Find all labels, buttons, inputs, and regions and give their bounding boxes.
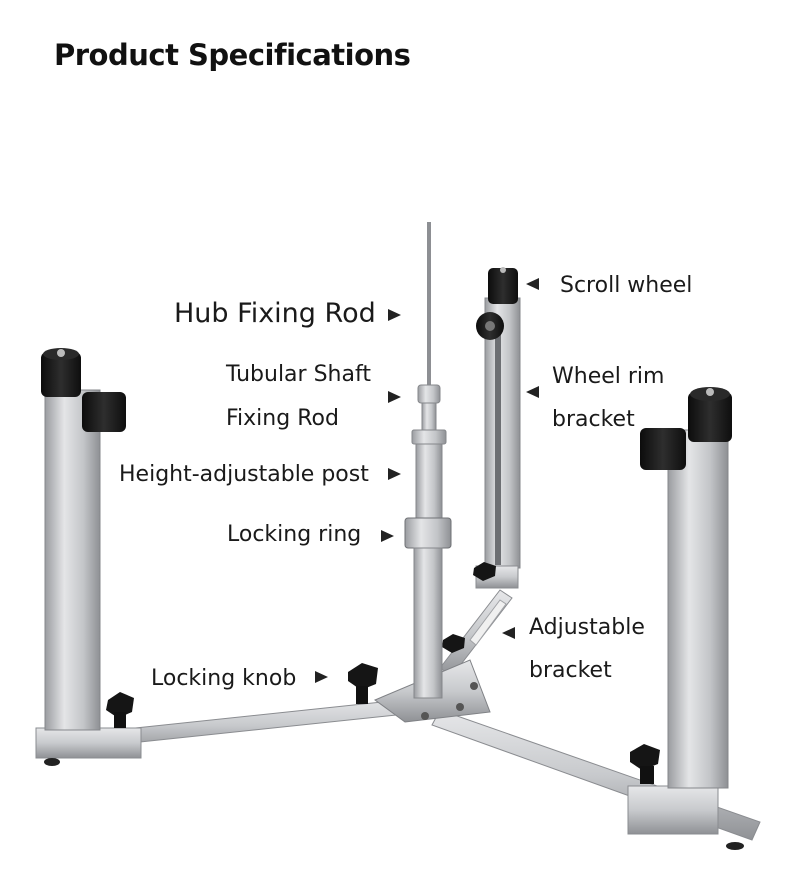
left-column: [41, 348, 134, 731]
arrow-right-icon: [388, 309, 401, 321]
arrow-right-icon: [381, 530, 394, 542]
rear-base-arm: [439, 589, 513, 677]
label-tubular-shaft-line1: Tubular Shaft: [226, 362, 371, 387]
center-post: [404, 222, 452, 699]
right-column: [630, 387, 732, 789]
arrow-right-icon: [388, 468, 401, 480]
label-wheel-rim-line1: Wheel rim: [552, 364, 665, 389]
arrow-left-icon: [526, 386, 539, 398]
right-base-arm: [431, 709, 761, 850]
label-adjustable-line2: bracket: [529, 658, 612, 683]
central-locking-knob: [348, 663, 378, 690]
arrow-left-icon: [502, 627, 515, 639]
arrow-left-icon: [526, 278, 539, 290]
label-locking-ring: Locking ring: [227, 522, 362, 547]
page-title: Product Specifications: [54, 38, 411, 72]
arrow-right-icon: [388, 391, 401, 403]
label-wheel-rim-line2: bracket: [552, 407, 635, 432]
wheel-rim-bracket-column: [442, 267, 521, 653]
label-tubular-shaft-line2: Fixing Rod: [226, 406, 339, 431]
label-scroll-wheel: Scroll wheel: [560, 273, 693, 298]
label-locking-knob: Locking knob: [151, 666, 297, 691]
label-height-adjustable-post: Height-adjustable post: [119, 462, 369, 487]
label-adjustable-line1: Adjustable: [529, 615, 645, 640]
label-hub-fixing-rod: Hub Fixing Rod: [174, 298, 376, 329]
arrow-right-icon: [315, 671, 328, 683]
